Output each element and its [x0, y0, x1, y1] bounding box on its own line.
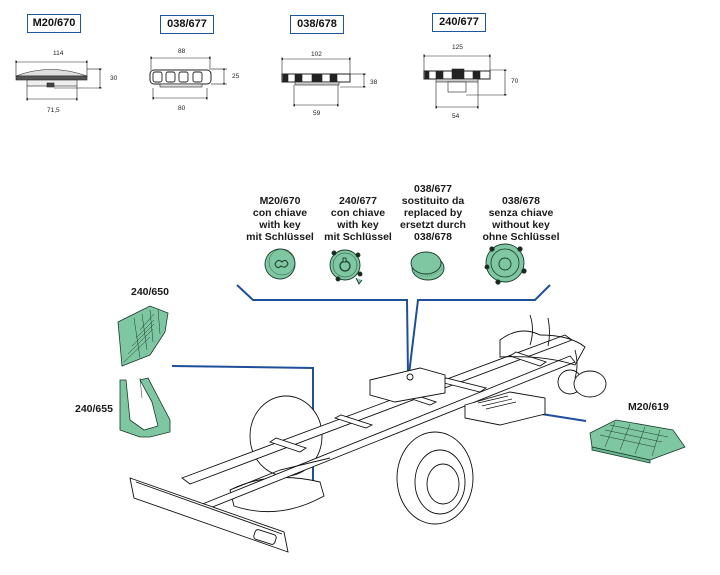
dim-m20-670-width-bottom: 71,5	[47, 107, 60, 114]
dim-038-677-height: 25	[232, 73, 240, 80]
dim-038-678-height: 38	[370, 79, 378, 86]
caption-line: mit Schlüssel	[324, 231, 392, 243]
part-240-650-icon	[117, 305, 169, 367]
caption-line: 240/677	[339, 195, 377, 207]
caption-line: without key	[492, 219, 550, 231]
dim-038-678-width-bottom: 59	[313, 110, 321, 117]
caption-line: 038/678	[502, 195, 540, 207]
leader-caps-bracket	[236, 284, 409, 375]
dim-240-677-height: 70	[511, 78, 519, 85]
caption-line: replaced by	[403, 207, 463, 219]
caption-line: ersetzt durch	[400, 219, 466, 231]
label-m20-619: M20/619	[628, 401, 669, 413]
caption-line: senza chiave	[488, 207, 554, 219]
dim-038-678-width-top: 102	[311, 51, 322, 58]
part-m20-619-icon	[589, 419, 686, 464]
dim-240-677-width-top: 125	[452, 44, 463, 51]
cap-240-677-icon	[329, 249, 363, 285]
caption-m20-670: M20/670 con chiave with key mit Schlüsse…	[240, 195, 320, 243]
cap-038-677-icon	[410, 251, 445, 281]
caption-line: con chiave	[330, 207, 386, 219]
label-240-655: 240/655	[75, 403, 113, 415]
cap-m20-670-icon	[264, 248, 296, 280]
dim-m20-670-height: 30	[110, 75, 118, 82]
caption-line: mit Schlüssel	[246, 231, 314, 243]
code-box-038-678: 038/678	[290, 15, 344, 34]
drawing-m20-670	[14, 60, 102, 101]
caption-line: con chiave	[252, 207, 308, 219]
caption-line: 038/678	[414, 231, 452, 243]
cap-038-678-icon	[484, 243, 527, 285]
drawing-240-677	[422, 54, 507, 109]
label-240-650: 240/650	[131, 286, 169, 298]
caption-line: 038/677	[414, 183, 452, 195]
code-box-m20-670: M20/670	[27, 14, 81, 33]
drawing-038-677	[149, 56, 227, 100]
caption-line: M20/670	[259, 195, 301, 207]
code-box-240-677: 240/677	[432, 13, 486, 32]
caption-038-678: 038/678 senza chiave without key ohne Sc…	[476, 195, 566, 243]
caption-240-677: 240/677 con chiave with key mit Schlüsse…	[318, 195, 398, 243]
dim-240-677-width-bottom: 54	[452, 113, 460, 120]
caption-line: with key	[337, 219, 379, 231]
drawing-038-678	[280, 57, 366, 107]
caption-038-677: 038/677 sostituito da replaced by ersetz…	[393, 183, 473, 243]
caption-line: sostituito da	[401, 195, 465, 207]
code-box-038-677: 038/677	[160, 15, 214, 34]
dim-038-677-width-top: 88	[178, 48, 186, 55]
leader-caps-bracket-right	[408, 284, 551, 375]
dim-038-677-width-bottom: 80	[178, 105, 186, 112]
dim-m20-670-width-top: 114	[53, 50, 64, 57]
part-240-655-icon	[119, 377, 171, 438]
caption-line: ohne Schlüssel	[482, 231, 560, 243]
caption-line: with key	[259, 219, 301, 231]
truck-chassis-drawing	[129, 314, 607, 553]
